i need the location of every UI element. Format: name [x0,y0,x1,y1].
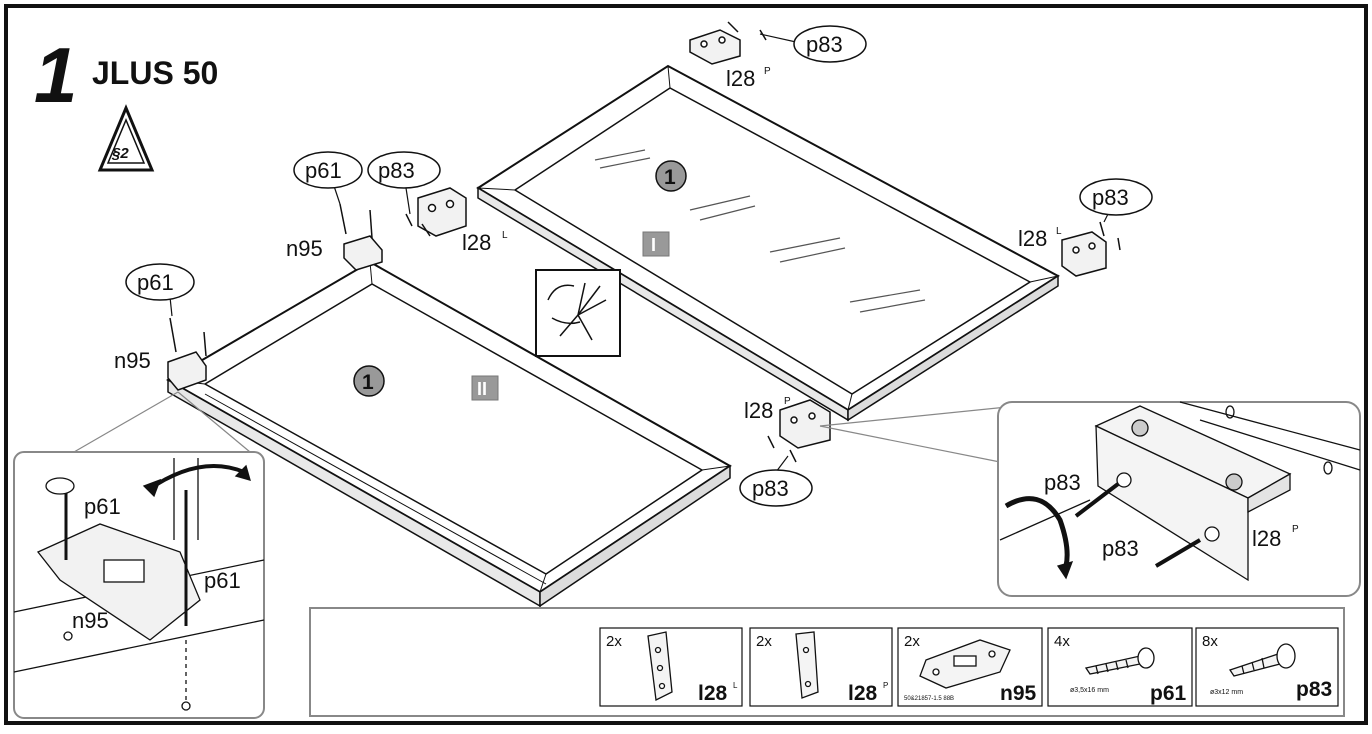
svg-text:p61: p61 [84,494,121,519]
svg-text:n95: n95 [1000,682,1037,705]
part-card-p83: 8x ø3x12 mm p83 [1195,627,1339,707]
callout-l28p-low: l28 P [744,396,791,423]
detail-zoom-left: p61 p61 n95 [13,391,265,719]
panel-ii-roman-label: II [471,375,499,401]
svg-text:P: P [784,396,791,407]
hinge-right [1061,231,1107,277]
callout-l28l-right: l28 L [1018,226,1062,251]
panel-i-number: 1 [664,166,676,189]
svg-text:p83: p83 [1296,678,1332,701]
svg-text:8x: 8x [1202,633,1218,650]
hinge-lower [779,399,831,449]
step-header: 1 JLUS 50 §2 [34,31,218,172]
svg-text:50&21857-1.5 88B: 50&21857-1.5 88B [904,696,954,702]
connector-plate-top [343,235,383,271]
svg-text:p83: p83 [1092,185,1129,210]
svg-text:n95: n95 [286,236,323,261]
step-number: 1 [34,31,77,119]
callout-p83-right: p83 [1079,178,1153,216]
svg-text:L: L [733,681,738,690]
hinge-bracket-right-icon [795,631,819,699]
svg-text:2x: 2x [606,633,622,650]
part-card-n95: 2x 50&21857-1.5 88B n95 [897,627,1043,707]
svg-text:l28: l28 [744,398,773,423]
svg-text:p61: p61 [137,270,174,295]
svg-text:p83: p83 [1102,536,1139,561]
screwdriver-hint-icon [535,269,621,357]
parts-list: 2x l28 L 2x l28 P 2x [309,607,1345,717]
panel-ii [165,260,732,608]
svg-text:n95: n95 [114,348,151,373]
svg-text:4x: 4x [1054,633,1070,650]
hinge-mid-left [417,187,467,237]
panel-i [476,64,1060,422]
hinge-bracket-left-icon [647,631,673,701]
svg-text:p83: p83 [752,476,789,501]
glass-reflection-marks [594,149,926,313]
flat-connector-plate-icon [919,639,1011,689]
callout-p83-low: p83 [739,469,813,507]
screw-markers [169,21,1121,463]
svg-text:II: II [477,379,487,399]
svg-text:p83: p83 [1044,470,1081,495]
warning-symbol: §2 [111,145,129,162]
svg-text:p83: p83 [378,158,415,183]
svg-text:ø3,5x16 mm: ø3,5x16 mm [1070,687,1109,694]
svg-text:l28: l28 [1252,526,1281,551]
hinge-top-right [689,29,741,65]
callout-p83-top: p83 [793,25,867,63]
svg-text:p61: p61 [1150,682,1187,705]
svg-text:I: I [651,235,656,255]
svg-text:l28: l28 [726,66,755,91]
screw-12mm-icon [1228,643,1296,677]
panel-i-roman-label: I [642,231,670,257]
svg-text:p61: p61 [204,568,241,593]
svg-text:P: P [883,681,888,690]
connector-plate-left [167,351,207,391]
svg-text:l28: l28 [462,230,491,255]
panel-ii-badge: 1 [353,365,385,397]
svg-text:P: P [764,66,771,77]
svg-text:2x: 2x [756,633,772,650]
callout-n95-mid: n95 [286,236,323,261]
svg-text:ø3x12 mm: ø3x12 mm [1210,689,1243,696]
svg-text:L: L [1056,226,1062,237]
warning-triangle-icon: §2 [97,104,155,172]
svg-text:P: P [1292,524,1299,535]
part-card-l28-left: 2x l28 L [599,627,743,707]
panel-ii-number: 1 [362,371,374,394]
svg-text:l28: l28 [698,682,728,705]
detail-zoom-right: p83 p83 l28 P [819,401,1361,597]
screw-16mm-icon [1084,647,1155,675]
callout-l28l-mid: l28 L [462,230,508,255]
panel-i-badge: 1 [655,160,687,192]
svg-text:2x: 2x [904,633,920,650]
callout-n95-left: n95 [114,348,151,373]
model-title: JLUS 50 [92,55,218,91]
callout-p83-mid: p83 [367,151,441,189]
svg-text:l28: l28 [848,682,878,705]
callout-p61-mid: p61 [293,151,363,189]
svg-text:L: L [502,230,508,241]
svg-text:n95: n95 [72,608,109,633]
callout-p61-left: p61 [125,263,195,301]
svg-text:l28: l28 [1018,226,1047,251]
svg-text:p61: p61 [305,158,342,183]
callout-l28p-top: l28 P [726,66,771,91]
part-card-l28-right: 2x l28 P [749,627,893,707]
svg-text:p83: p83 [806,32,843,57]
part-card-p61: 4x ø3,5x16 mm p61 [1047,627,1193,707]
